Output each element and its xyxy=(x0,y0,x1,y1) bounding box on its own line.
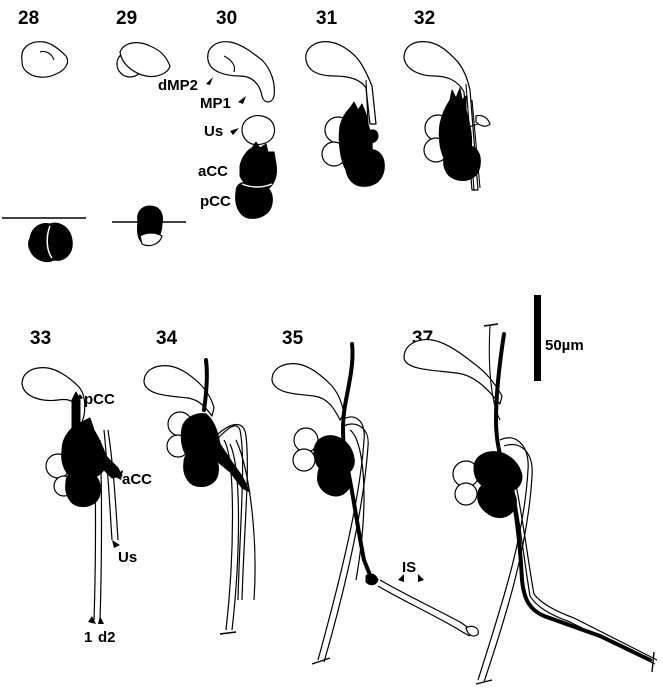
growth-cone-us xyxy=(476,115,490,126)
stage-number-32: 32 xyxy=(414,8,435,29)
pcc-cell xyxy=(444,144,481,180)
label-us-33: Us xyxy=(118,549,137,566)
tract-end xyxy=(220,632,236,634)
panel-stage-32: 32 xyxy=(404,8,490,190)
arrow-us xyxy=(230,128,239,135)
label-pcc: pCC xyxy=(200,193,231,210)
stage-number-34: 34 xyxy=(156,328,178,349)
is-axon xyxy=(378,586,470,636)
panel-stage-33: 33 pCC aCC Us 1 d2 xyxy=(22,328,152,646)
stage-number-30: 30 xyxy=(216,8,237,29)
label-acc: aCC xyxy=(198,163,228,180)
label-1: 1 xyxy=(84,629,92,646)
scale-bar: 50µm xyxy=(534,295,584,381)
outline-cell xyxy=(404,340,502,404)
arrow-d2 xyxy=(98,616,104,624)
label-dmp2: dMP2 xyxy=(158,77,198,94)
us-axon xyxy=(108,430,118,540)
stage-number-29: 29 xyxy=(116,8,137,29)
us-cell xyxy=(242,116,275,145)
panel-stage-35: 35 IS xyxy=(272,328,478,664)
is-axon xyxy=(510,470,655,664)
us-cell xyxy=(455,483,477,505)
arrow-us xyxy=(112,540,120,548)
tract-end xyxy=(484,324,498,326)
stage-number-33: 33 xyxy=(30,328,51,349)
growth-cone xyxy=(366,574,378,585)
stage-number-31: 31 xyxy=(316,8,338,29)
panel-stage-30: 30 dMP2 MP1 Us aCC pCC xyxy=(158,8,277,218)
is-axon xyxy=(380,580,476,634)
stage-number-28: 28 xyxy=(18,8,39,29)
label-d2: d2 xyxy=(98,629,116,646)
label-us: Us xyxy=(204,123,223,140)
panel-stage-29: 29 xyxy=(112,8,186,246)
panel-stage-37: 37 xyxy=(404,324,657,684)
panel-stage-31: 31 xyxy=(306,8,385,186)
precursor-daughter xyxy=(140,233,162,246)
outline-cell xyxy=(208,42,275,102)
pcc-axon xyxy=(204,360,207,410)
label-mp1: MP1 xyxy=(200,95,231,112)
label-pcc-33: pCC xyxy=(84,391,115,408)
tract-end xyxy=(312,658,330,664)
arrow-is-left xyxy=(398,574,404,582)
arrow-is-right xyxy=(418,574,424,582)
panel-stage-28: 28 xyxy=(2,8,86,262)
scale-bar-line xyxy=(534,295,541,381)
tract-end xyxy=(652,652,654,672)
us-cell xyxy=(293,449,315,471)
arrow-mp1 xyxy=(238,96,246,104)
arrow-dmp2 xyxy=(206,77,213,85)
panel-stage-34: 34 xyxy=(144,328,255,634)
pcc-cell xyxy=(184,450,219,486)
scale-bar-label: 50µm xyxy=(545,337,584,354)
acc-axon xyxy=(510,480,650,660)
arrow-1 xyxy=(88,616,96,624)
outline-cell xyxy=(22,42,68,78)
label-is: IS xyxy=(402,559,416,576)
pcc-cell xyxy=(317,462,350,495)
outline-cell xyxy=(272,364,344,420)
label-acc-33: aCC xyxy=(122,471,152,488)
pcc-cell xyxy=(346,148,385,186)
growth-tip xyxy=(368,130,378,143)
stage-number-35: 35 xyxy=(282,328,304,349)
